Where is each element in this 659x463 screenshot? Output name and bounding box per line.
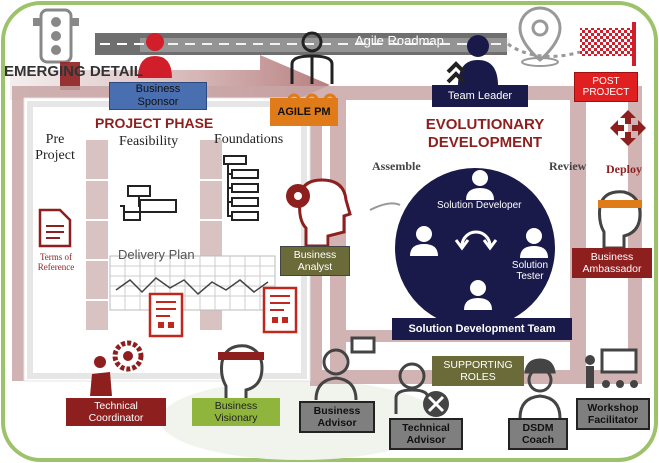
form-document-icon <box>148 292 184 338</box>
flowchart-icon <box>120 185 177 221</box>
agile-pm-icon <box>290 31 334 84</box>
solution-developer-label: Solution Developer <box>437 200 522 211</box>
dsdm-coach-box: DSDM Coach <box>508 418 568 450</box>
business-advisor-box: Business Advisor <box>299 401 375 433</box>
agile-pm-box: AGILE PM <box>270 98 338 126</box>
solution-developer-icon <box>466 170 494 200</box>
solution-development-team-box: Solution Development Team <box>392 318 572 340</box>
review-label: Review <box>549 159 587 173</box>
team-leader-box: Team Leader <box>432 85 528 107</box>
terms-of-reference-label: Terms of Reference <box>37 251 75 272</box>
cycle-icon <box>454 230 498 251</box>
business-visionary-box: Business Visionary <box>192 398 280 426</box>
feasibility-label: Feasibility <box>119 134 179 149</box>
business-advisor-icon <box>314 336 376 401</box>
technical-advisor-box: Technical Advisor <box>389 418 463 450</box>
finish-flag-icon <box>580 22 636 66</box>
document-icon <box>38 208 72 248</box>
assemble-label: Assemble <box>372 159 421 173</box>
supporting-roles-box: SUPPORTING ROLES <box>432 356 524 386</box>
project-phase-title: PROJECT PHASE <box>95 115 214 131</box>
dsdm-coach-icon <box>518 358 562 419</box>
foundations-label: Foundations <box>214 132 284 147</box>
chevron-up-icon <box>446 61 466 84</box>
solution-tester-label: Solution Tester <box>511 259 549 283</box>
deploy-label: Deploy <box>606 162 642 176</box>
roadmap-road <box>95 33 507 55</box>
business-analyst-box: Business Analyst <box>280 246 350 276</box>
workshop-facilitator-icon <box>585 348 638 388</box>
business-sponsor-box: Business Sponsor <box>109 82 207 110</box>
team-leader-icon <box>458 35 498 86</box>
technical-advisor-icon <box>394 362 449 417</box>
gear-head-icon <box>90 340 144 396</box>
business-ambassador-box: Business Ambassador <box>572 248 652 278</box>
evolutionary-development-title: EVOLUTIONARY DEVELOPMENT <box>425 116 545 151</box>
agile-roadmap-label: Agile Roadmap <box>355 33 444 48</box>
post-project-box: POST PROJECT <box>574 72 638 102</box>
technical-coordinator-box: Technical Coordinator <box>66 398 166 426</box>
person-icon <box>464 280 492 310</box>
feasibility-pillar <box>86 140 108 330</box>
solution-team-circle <box>395 168 555 328</box>
business-sponsor-icon <box>138 33 172 78</box>
telescope-person-icon <box>598 190 642 250</box>
move-arrows-icon <box>610 110 646 146</box>
delivery-plan-chart <box>109 255 276 311</box>
workshop-facilitator-box: Workshop Facilitator <box>576 398 650 430</box>
traffic-light-icon <box>33 8 79 64</box>
gear-head-icon <box>286 178 352 248</box>
form-document-icon <box>262 286 298 334</box>
person-icon <box>410 226 438 256</box>
checklist-icon <box>223 155 259 221</box>
map-pin-icon <box>518 6 562 67</box>
solution-tester-icon <box>520 228 548 258</box>
telescope-person-icon <box>218 344 264 402</box>
delivery-plan-label: Delivery Plan <box>118 247 195 262</box>
pre-project-label: Pre Project <box>35 131 75 163</box>
emerging-detail-label: EMERGING DETAIL <box>4 64 143 80</box>
